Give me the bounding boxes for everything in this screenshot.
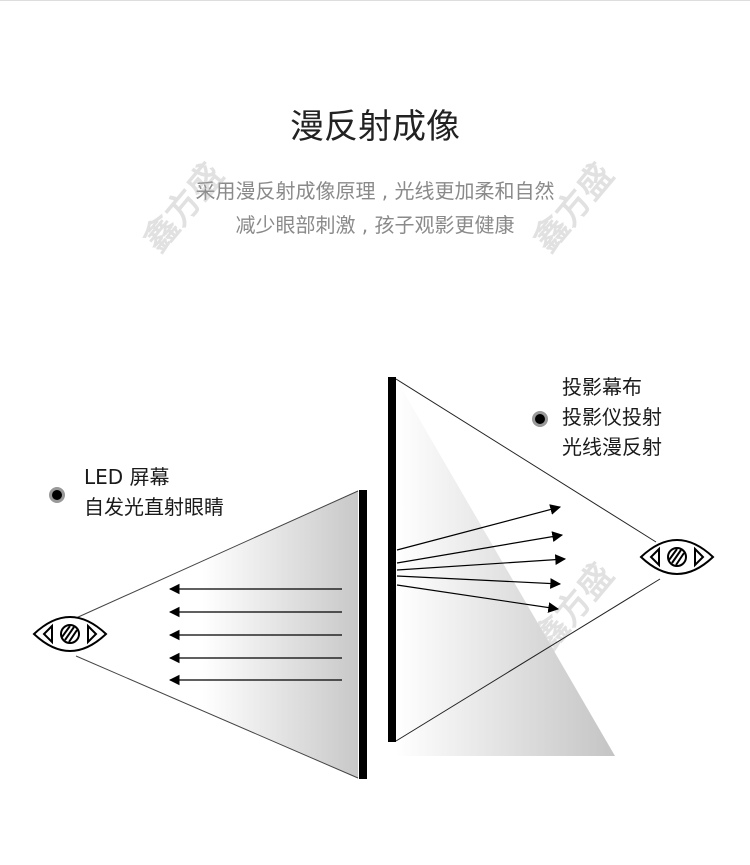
led-light-arrows [168, 583, 342, 686]
reflected-light-arrows [396, 504, 567, 613]
projection-screen [388, 377, 396, 742]
bullet-icon [52, 490, 62, 500]
eye-icon [32, 616, 108, 652]
projector-label: 投影幕布 投影仪投射 光线漫反射 [562, 372, 662, 462]
page-title: 漫反射成像 [290, 107, 460, 147]
eye-icon [639, 539, 715, 575]
projector-light-area [396, 379, 615, 756]
subtitle-line-1: 采用漫反射成像原理 , 光线更加柔和自然 [195, 179, 555, 203]
led-label: LED 屏幕 自发光直射眼睛 [84, 462, 224, 522]
bullet-icon [535, 414, 545, 424]
led-screen [359, 490, 367, 779]
led-label-line-2: 自发光直射眼睛 [84, 495, 224, 519]
led-label-line-1: LED 屏幕 [84, 465, 170, 489]
projector-label-line-3: 光线漫反射 [562, 435, 662, 459]
projector-label-line-1: 投影幕布 [562, 375, 642, 399]
subtitle-line-2: 减少眼部刺激 , 孩子观影更健康 [235, 213, 515, 237]
projector-label-line-2: 投影仪投射 [562, 405, 662, 429]
